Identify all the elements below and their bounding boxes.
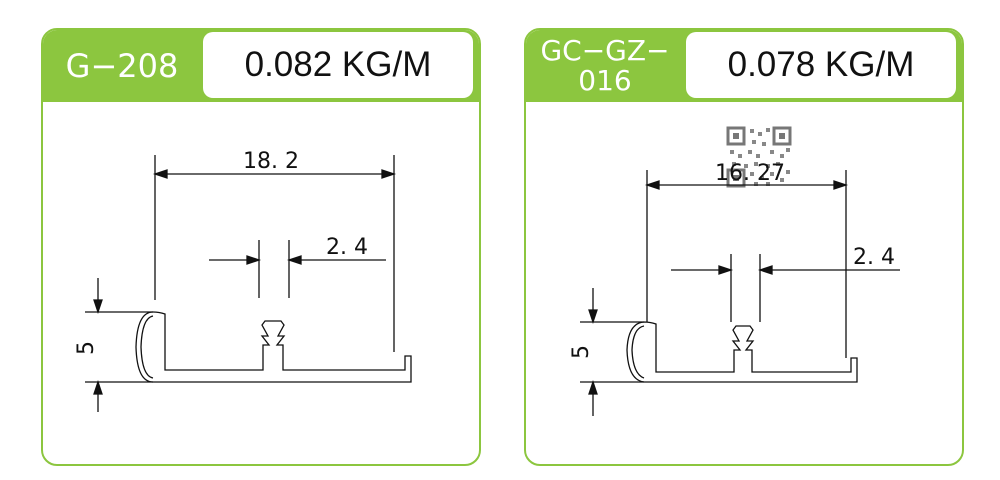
card-header: GC−GZ− 016 0.078 KG/M [526,30,962,102]
arrow-head [246,255,262,265]
height-dimension-label: 5 [74,341,99,355]
profile-drawing: 18. 2 2. 4 5 [74,149,412,412]
arrow-head [286,255,302,265]
product-code: GC−GZ− 016 [540,34,670,97]
gap-dimension-label: 2. 4 [326,235,368,260]
product-card-gcgz016: GC−GZ− 016 0.078 KG/M [524,28,964,466]
profile-curve [140,315,154,379]
product-code: G−208 [65,47,179,85]
arrow-head [718,265,734,275]
arrow-head [93,379,103,395]
profile-outline [135,311,412,383]
arrow-head [644,180,660,190]
arrow-head [757,265,773,275]
product-card-g208: G−208 0.082 KG/M [41,28,481,466]
width-dimension-label: 16. 27 [715,161,785,186]
profile-curve [631,325,645,379]
profile-outline [626,321,858,383]
arrow-head [93,299,103,315]
card-header: G−208 0.082 KG/M [43,30,479,102]
arrow-head [833,180,849,190]
arrow-head [588,379,598,395]
weight-label: 0.082 KG/M [203,32,473,98]
width-dimension-label: 18. 2 [243,149,299,174]
arrow-head [152,169,168,179]
profile-drawing: 16. 27 2. 4 5 [569,126,900,416]
arrow-head [381,169,397,179]
arrow-head [588,309,598,325]
weight-label: 0.078 KG/M [686,32,956,98]
height-dimension-label: 5 [569,345,594,359]
qr-code-icon [726,126,792,188]
gap-dimension-label: 2. 4 [853,245,895,270]
